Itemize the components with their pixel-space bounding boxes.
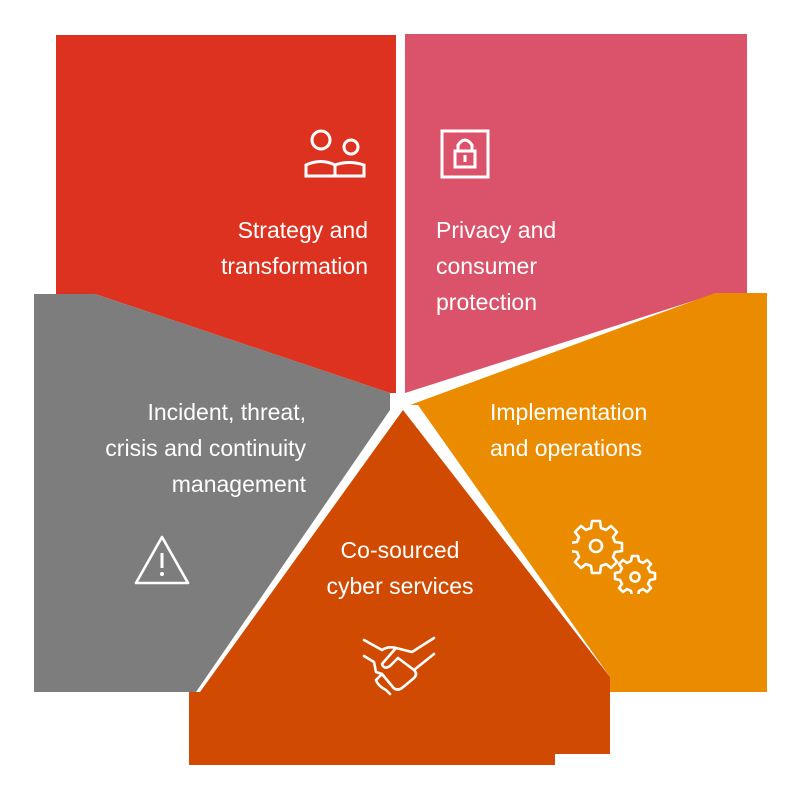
segment-strategy[interactable] xyxy=(56,35,396,393)
warning-icon xyxy=(134,535,190,585)
segment-strategy-label: Strategy and transformation xyxy=(220,217,368,279)
gears-icon xyxy=(572,519,657,594)
handshake-icon xyxy=(362,636,436,696)
people-icon xyxy=(304,129,366,178)
lock-icon xyxy=(440,129,490,179)
segment-implementation[interactable] xyxy=(410,293,767,692)
segment-cosourced-label: Co-sourced cyber services xyxy=(326,537,474,599)
segment-privacy-label: Privacy and consumer protection xyxy=(436,217,557,315)
segment-incident-label: Incident, threat, crisis and continuity … xyxy=(105,399,306,497)
segment-incident[interactable] xyxy=(34,294,390,692)
segment-privacy[interactable] xyxy=(405,34,747,393)
segment-cosourced[interactable] xyxy=(189,410,610,765)
segment-implementation-label: Implementation and operations xyxy=(490,399,648,461)
